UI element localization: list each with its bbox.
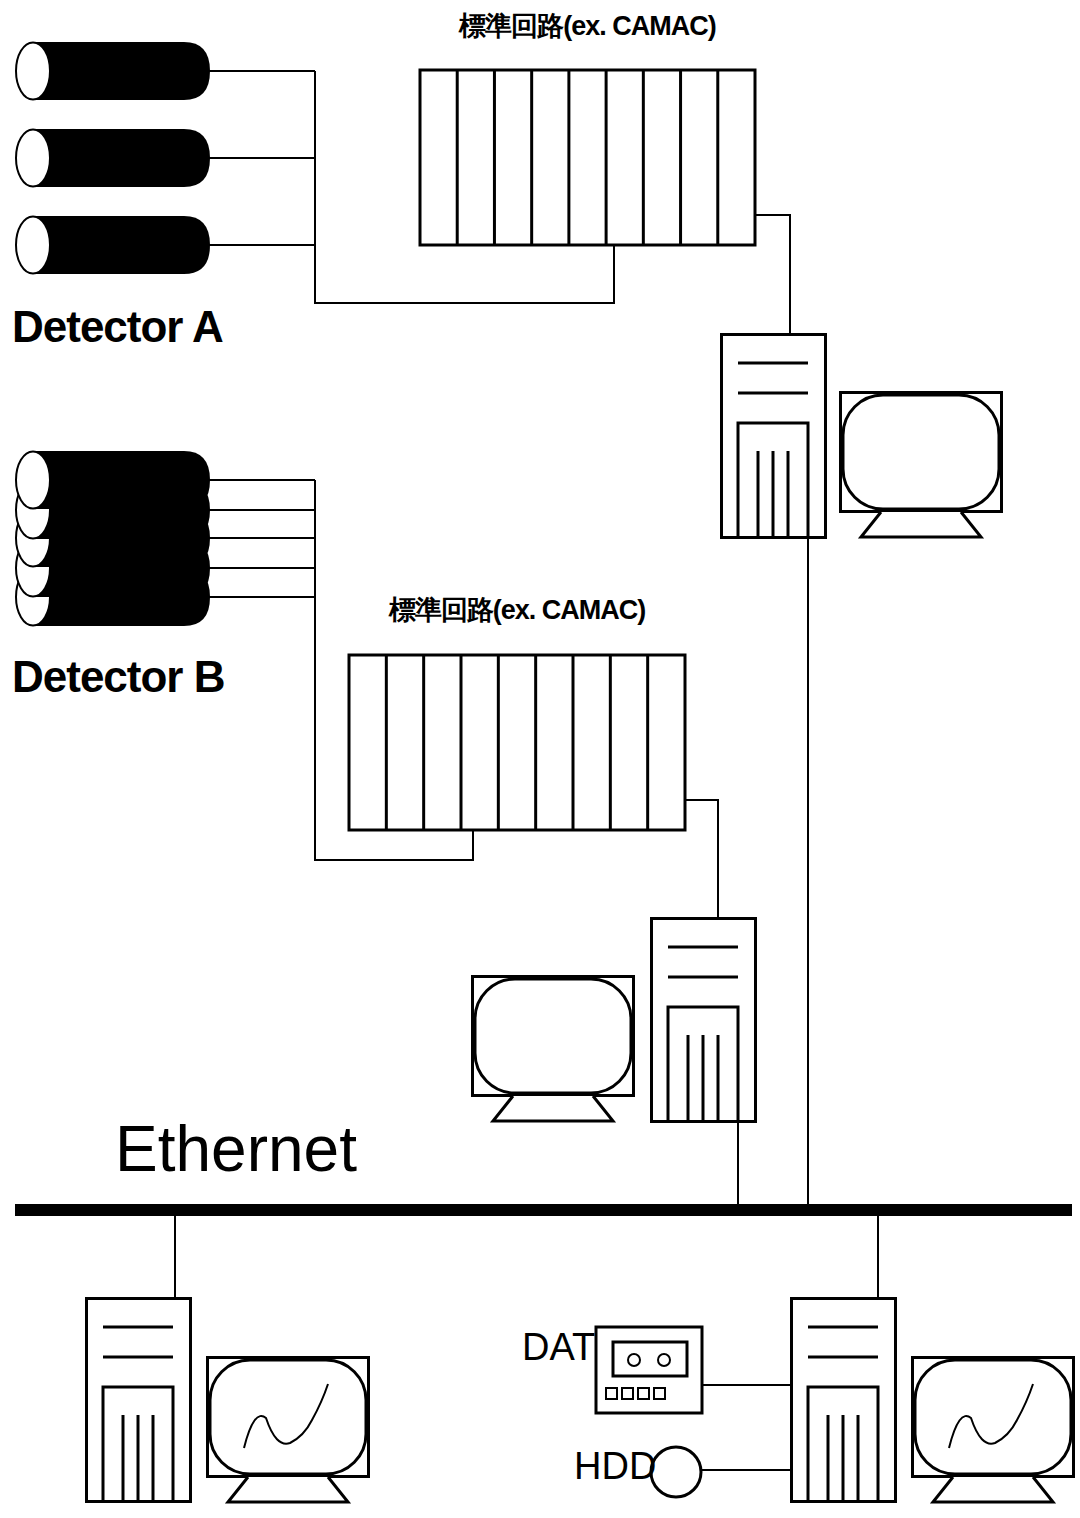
crate-slot	[456, 70, 459, 245]
crate: 標準回路(ex. CAMAC)	[329, 592, 705, 830]
crate-slot	[646, 655, 649, 830]
crate-b	[349, 655, 685, 830]
crate-slot	[679, 70, 682, 245]
detector: Detector A	[12, 38, 262, 358]
detector-label: Detector A	[12, 303, 223, 351]
signal-wires	[208, 71, 315, 597]
device-label: DAT	[522, 1327, 595, 1369]
crate-heading: 標準回路(ex. CAMAC)	[389, 596, 646, 626]
storage-device: HDD	[572, 1440, 707, 1502]
crate-slot	[385, 655, 388, 830]
crate: 標準回路(ex. CAMAC)	[400, 8, 775, 245]
hdd-device	[651, 1447, 701, 1497]
dat-device	[596, 1327, 702, 1413]
crate-slot	[530, 70, 533, 245]
crate-slot	[534, 655, 537, 830]
network-bus: Ethernet	[15, 1112, 1072, 1216]
network-label: Ethernet	[115, 1114, 357, 1184]
signal-cable	[262, 597, 473, 860]
device-label: HDD	[574, 1446, 656, 1488]
network-wires	[175, 215, 878, 1470]
detector-label: Detector B	[12, 653, 225, 701]
crate-a	[420, 70, 755, 245]
crate-heading: 標準回路(ex. CAMAC)	[459, 12, 716, 42]
detector-a-cylinders	[16, 42, 210, 274]
crate-slot	[460, 655, 463, 830]
crate-slot	[572, 655, 575, 830]
crate-slot	[422, 655, 425, 830]
computers	[87, 335, 1074, 1504]
signal-cable	[262, 245, 614, 303]
detector-b-cylinders	[16, 451, 210, 626]
crate-slot	[567, 70, 570, 245]
storage-device: DAT	[520, 1325, 705, 1415]
crate-slot	[642, 70, 645, 245]
crate-slot	[605, 70, 608, 245]
crate-slot	[493, 70, 496, 245]
crate-slot	[716, 70, 719, 245]
crate-slot	[497, 655, 500, 830]
ethernet-bar	[15, 1204, 1072, 1216]
crate-slot	[609, 655, 612, 830]
detector: Detector B	[12, 448, 262, 710]
